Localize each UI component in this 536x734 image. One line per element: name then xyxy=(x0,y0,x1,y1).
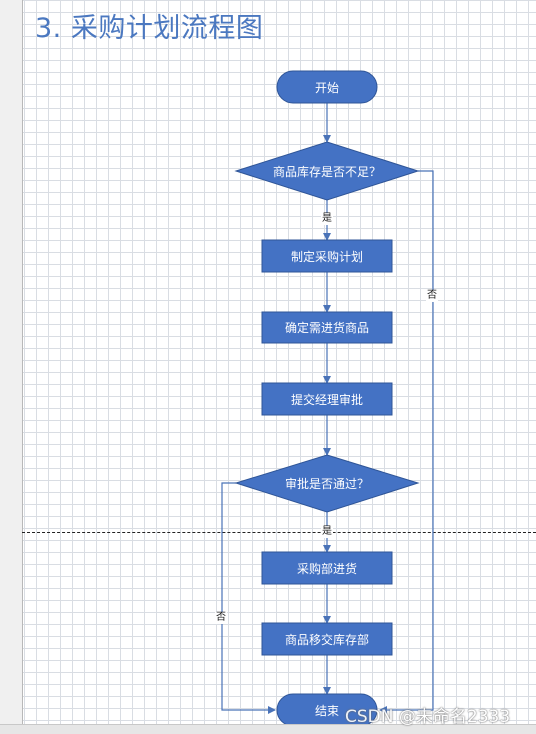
start-terminal xyxy=(276,70,378,104)
stock-decision-label: 商品库存是否不足？ xyxy=(272,164,381,179)
plan-process-box xyxy=(261,239,393,273)
approved-no-label: 否 xyxy=(215,612,227,624)
edge-approved-no xyxy=(221,482,276,714)
transfer-label: 商品移交库存部 xyxy=(284,632,369,647)
confirm-goods-process-box xyxy=(261,311,393,344)
watermark: CSDN @未命名2333 xyxy=(345,707,511,727)
confirm-goods-label: 确定需进货商品 xyxy=(284,321,369,335)
submit-approval-label: 提交经理审批 xyxy=(290,392,363,407)
start-label: 开始 xyxy=(314,80,339,95)
stock-decision-diamond xyxy=(234,141,420,201)
plan-label: 制定采购计划 xyxy=(290,249,363,264)
stock-yes-label: 是 xyxy=(321,213,333,225)
stock-no-label: 否 xyxy=(426,290,438,302)
edge-stock-no xyxy=(379,170,434,714)
submit-approval-process-box xyxy=(261,382,393,416)
purchase-process-box xyxy=(261,551,393,585)
transfer-process-box xyxy=(261,622,393,656)
approved-decision-diamond xyxy=(234,454,420,513)
purchase-label: 采购部进货 xyxy=(296,561,357,576)
bottom-scroll-strip[interactable] xyxy=(0,724,536,734)
approved-yes-label: 是 xyxy=(321,526,333,538)
page-title: 3. 采购计划流程图 xyxy=(35,13,264,44)
end-label: 结束 xyxy=(314,703,339,718)
page-break-line xyxy=(22,532,536,533)
approved-decision-label: 审批是否通过？ xyxy=(284,477,369,491)
left-ruler xyxy=(0,0,23,733)
